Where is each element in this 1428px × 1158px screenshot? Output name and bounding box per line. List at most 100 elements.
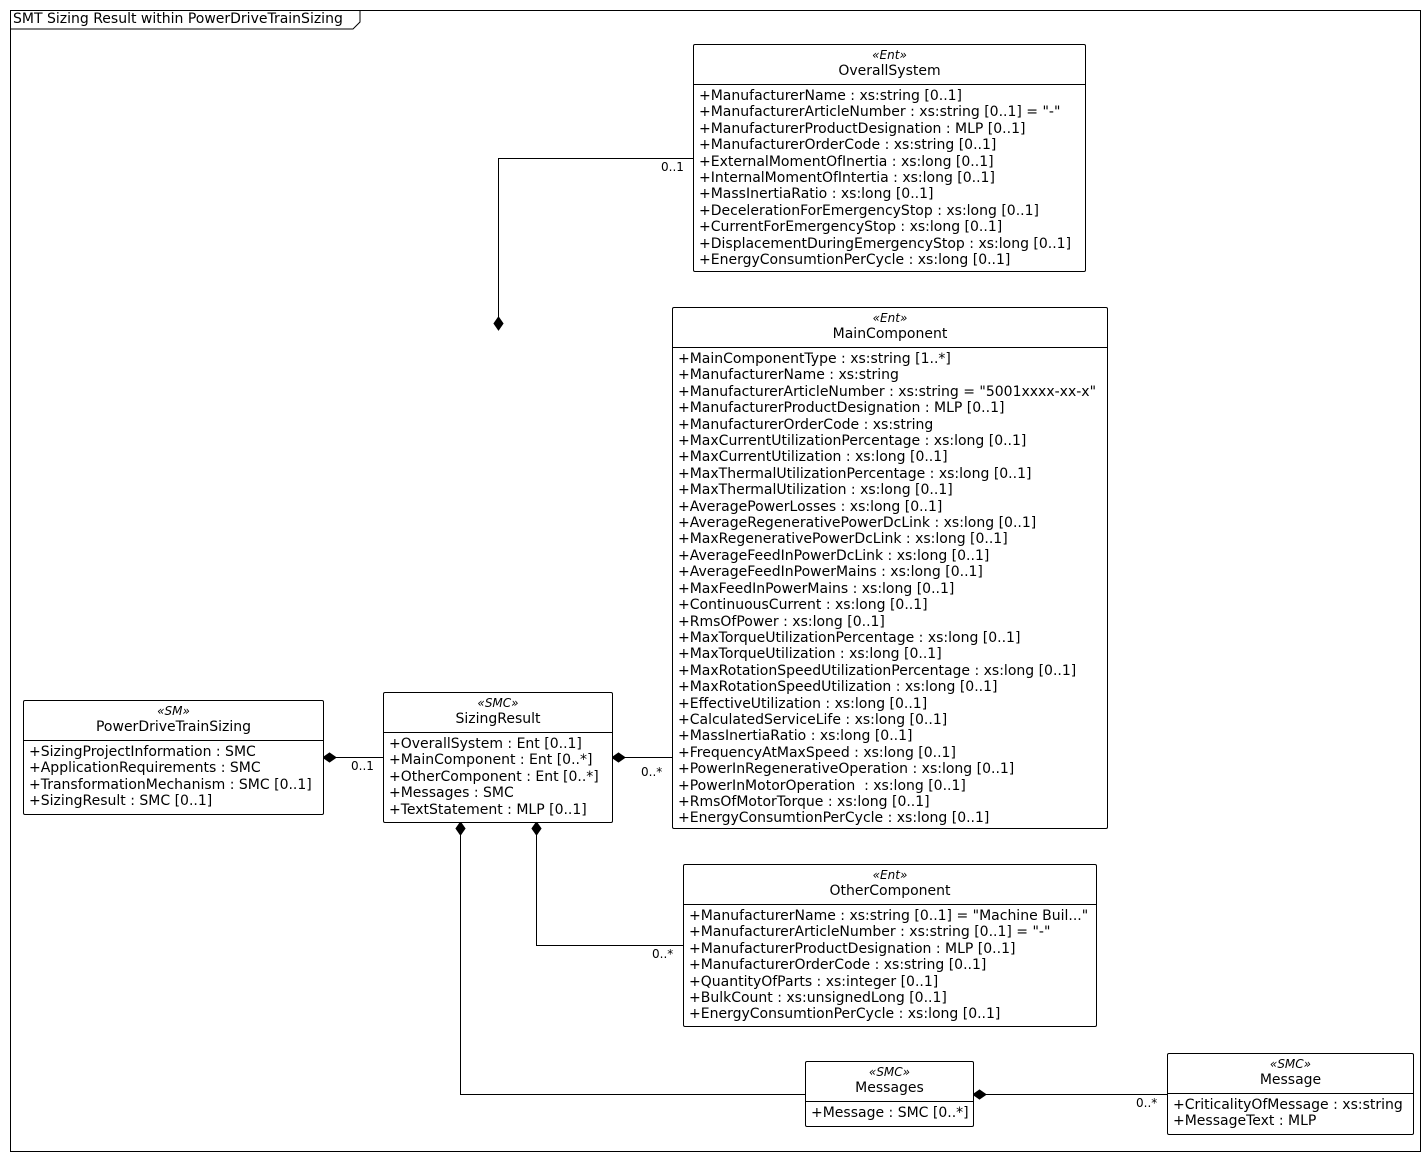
class-attribute: +ManufacturerArticleNumber : xs:string [… — [699, 104, 1061, 121]
class-attribute: +MaxThermalUtilizationPercentage : xs:lo… — [678, 465, 1032, 482]
composition-diamond — [531, 821, 542, 836]
multiplicity-main-component: 0..* — [641, 765, 663, 779]
diagram-frame — [10, 10, 1421, 1152]
attribute-list: +MainComponentType : xs:string [1..*]+Ma… — [673, 348, 1107, 827]
class-attribute: +Message : SMC [0..*] — [811, 1105, 969, 1121]
class-header: «SMC» Messages — [806, 1062, 973, 1102]
class-attribute: +EnergyConsumtionPerCycle : xs:long [0..… — [678, 810, 990, 827]
class-attribute: +DisplacementDuringEmergencyStop : xs:lo… — [699, 235, 1072, 252]
class-message[interactable]: «SMC» Message +CriticalityOfMessage : xs… — [1167, 1053, 1414, 1135]
class-attribute: +ManufacturerArticleNumber : xs:string [… — [689, 924, 1051, 941]
class-attribute: +AverageFeedInPowerDcLink : xs:long [0..… — [678, 547, 990, 564]
class-attribute: +ManufacturerName : xs:string [0..1] — [699, 88, 963, 104]
multiplicity-sizing-result: 0..1 — [351, 759, 374, 773]
class-attribute: +TextStatement : MLP [0..1] — [389, 801, 587, 818]
class-name: MainComponent — [832, 326, 948, 342]
class-attribute: +ManufacturerProductDesignation : MLP [0… — [689, 940, 1016, 957]
class-attribute: +PowerInMotorOperation : xs:long [0..1] — [678, 777, 966, 794]
attribute-list: +ManufacturerName : xs:string [0..1]+Man… — [694, 85, 1085, 268]
multiplicity-message: 0..* — [1136, 1096, 1158, 1110]
stereotype: «SMC» — [868, 1065, 911, 1079]
class-power-drive-train-sizing[interactable]: «SM» PowerDriveTrainSizing +SizingProjec… — [23, 700, 324, 815]
class-attribute: +QuantityOfParts : xs:integer [0..1] — [689, 973, 939, 990]
class-overall-system[interactable]: «Ent» OverallSystem +ManufacturerName : … — [693, 44, 1086, 272]
class-main-component[interactable]: «Ent» MainComponent +MainComponentType :… — [672, 307, 1108, 829]
attribute-list: +SizingProjectInformation : SMC+Applicat… — [24, 741, 323, 810]
class-header: «Ent» MainComponent — [673, 308, 1107, 348]
class-attribute: +ManufacturerOrderCode : xs:string [0..1… — [699, 137, 997, 154]
class-attribute: +CriticalityOfMessage : xs:string — [1173, 1097, 1403, 1113]
class-attribute: +MaxRegenerativePowerDcLink : xs:long [0… — [678, 531, 1008, 548]
class-attribute: +Messages : SMC — [389, 785, 514, 802]
class-attribute: +RmsOfMotorTorque : xs:long [0..1] — [678, 793, 930, 810]
class-attribute: +CurrentForEmergencyStop : xs:long [0..1… — [699, 219, 1003, 236]
class-attribute: +SizingProjectInformation : SMC — [29, 744, 256, 760]
attribute-list: +ManufacturerName : xs:string [0..1] = "… — [684, 905, 1096, 1023]
composition-diamond — [972, 1089, 987, 1100]
class-attribute: +AverageRegenerativePowerDcLink : xs:lon… — [678, 515, 1037, 532]
class-attribute: +MaxTorqueUtilization : xs:long [0..1] — [678, 646, 942, 663]
class-attribute: +ContinuousCurrent : xs:long [0..1] — [678, 597, 928, 614]
composition-diamond — [493, 316, 504, 331]
class-attribute: +ManufacturerOrderCode : xs:string [0..1… — [689, 957, 987, 974]
class-attribute: +ManufacturerName : xs:string [0..1] = "… — [689, 908, 1089, 924]
stereotype: «Ent» — [872, 48, 907, 62]
edge-sizingresult-othercomponent — [536, 834, 683, 946]
stereotype: «SMC» — [477, 696, 519, 710]
class-attribute: +MassInertiaRatio : xs:long [0..1] — [678, 728, 913, 745]
class-attribute: +BulkCount : xs:unsignedLong [0..1] — [689, 990, 947, 1007]
attribute-list: +CriticalityOfMessage : xs:string+Messag… — [1168, 1094, 1413, 1130]
class-header: «SM» PowerDriveTrainSizing — [24, 701, 323, 741]
class-attribute: +ExternalMomentOfInertia : xs:long [0..1… — [699, 153, 994, 170]
class-messages[interactable]: «SMC» Messages +Message : SMC [0..*] — [805, 1061, 974, 1127]
class-attribute: +EnergyConsumtionPerCycle : xs:long [0..… — [689, 1006, 1001, 1023]
composition-diamond — [611, 752, 626, 763]
class-attribute: +ManufacturerProductDesignation : MLP [0… — [678, 400, 1005, 417]
class-attribute: +MaxCurrentUtilizationPercentage : xs:lo… — [678, 433, 1027, 450]
class-attribute: +OtherComponent : Ent [0..*] — [389, 768, 599, 785]
class-attribute: +OverallSystem : Ent [0..1] — [389, 736, 582, 752]
class-name: OverallSystem — [838, 63, 941, 79]
class-attribute: +EnergyConsumtionPerCycle : xs:long [0..… — [699, 252, 1011, 269]
class-attribute: +MaxCurrentUtilization : xs:long [0..1] — [678, 449, 948, 466]
class-attribute: +ManufacturerOrderCode : xs:string — [678, 416, 934, 433]
composition-diamond — [455, 821, 466, 836]
multiplicity-overall-system: 0..1 — [661, 160, 684, 174]
composition-diamond — [322, 752, 337, 763]
class-attribute: +MainComponentType : xs:string [1..*] — [678, 351, 951, 367]
class-header: «SMC» Message — [1168, 1054, 1413, 1094]
multiplicity-other-component: 0..* — [652, 947, 674, 961]
class-name: PowerDriveTrainSizing — [95, 719, 252, 735]
class-attribute: +FrequencyAtMaxSpeed : xs:long [0..1] — [678, 744, 956, 761]
class-sizing-result[interactable]: «SMC» SizingResult +OverallSystem : Ent … — [383, 692, 613, 823]
frame-title: SMT Sizing Result within PowerDriveTrain… — [13, 11, 343, 27]
stereotype: «Ent» — [872, 868, 908, 882]
class-attribute: +AveragePowerLosses : xs:long [0..1] — [678, 498, 943, 515]
class-other-component[interactable]: «Ent» OtherComponent +ManufacturerName :… — [683, 864, 1097, 1027]
attribute-list: +Message : SMC [0..*] — [806, 1102, 973, 1121]
class-attribute: +ManufacturerName : xs:string — [678, 367, 899, 384]
class-name: OtherComponent — [829, 883, 951, 899]
class-attribute: +TransformationMechanism : SMC [0..1] — [29, 776, 312, 793]
frame-title-tab — [10, 10, 361, 30]
stereotype: «SMC» — [1269, 1057, 1312, 1071]
class-attribute: +ManufacturerProductDesignation : MLP [0… — [699, 120, 1026, 137]
class-name: Message — [1259, 1072, 1322, 1088]
class-attribute: +MaxRotationSpeedUtilizationPercentage :… — [678, 662, 1077, 679]
class-attribute: +MaxFeedInPowerMains : xs:long [0..1] — [678, 580, 955, 597]
class-attribute: +RmsOfPower : xs:long [0..1] — [678, 613, 885, 630]
class-attribute: +ApplicationRequirements : SMC — [29, 760, 261, 777]
class-attribute: +PowerInRegenerativeOperation : xs:long … — [678, 761, 1015, 778]
class-attribute: +MaxRotationSpeedUtilization : xs:long [… — [678, 679, 998, 696]
class-attribute: +MainComponent : Ent [0..*] — [389, 752, 593, 769]
class-attribute: +MaxTorqueUtilizationPercentage : xs:lon… — [678, 629, 1021, 646]
class-header: «SMC» SizingResult — [384, 693, 612, 733]
edge-sizingresult-overallsystem — [498, 158, 693, 318]
stereotype: «Ent» — [872, 311, 908, 325]
class-name: SizingResult — [455, 711, 541, 727]
class-attribute: +EffectiveUtilization : xs:long [0..1] — [678, 695, 928, 712]
attribute-list: +OverallSystem : Ent [0..1]+MainComponen… — [384, 733, 612, 818]
class-attribute: +ManufacturerArticleNumber : xs:string =… — [678, 383, 1097, 400]
class-name: Messages — [855, 1080, 924, 1096]
